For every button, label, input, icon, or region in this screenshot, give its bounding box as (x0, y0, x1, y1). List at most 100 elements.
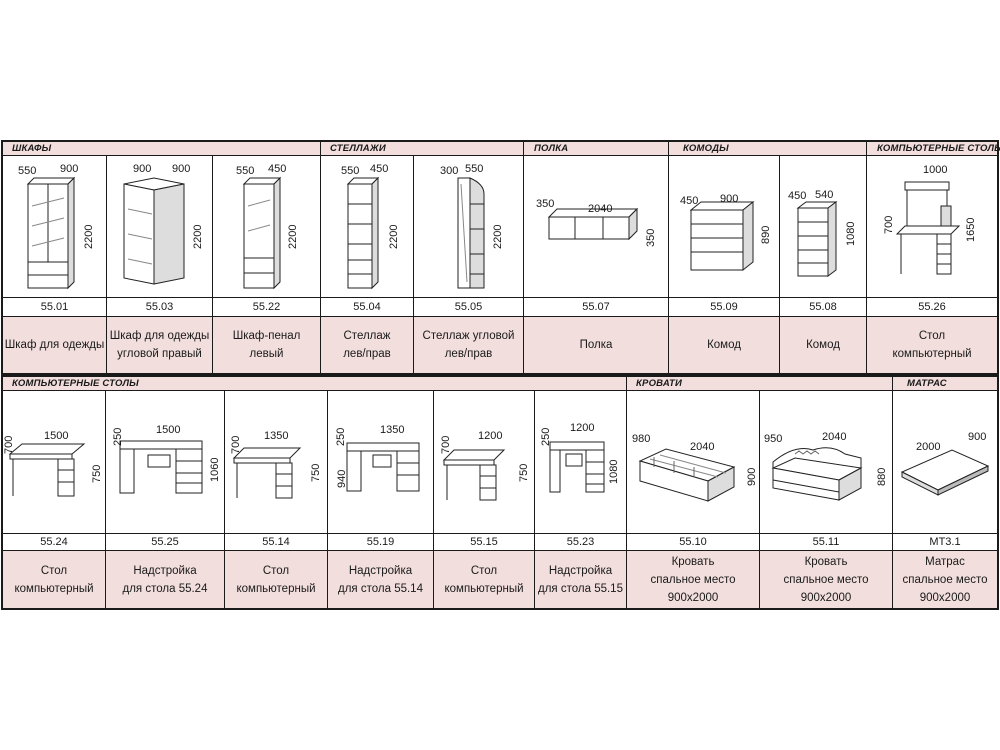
dimension-height: 900 (746, 467, 758, 486)
row-separator (3, 297, 997, 298)
dimension-height: 940 (336, 469, 348, 488)
header-komody: КОМОДЫ (683, 143, 729, 154)
header-comp-top: КОМПЬЮТЕРНЫЕ СТОЛЫ (877, 143, 1000, 154)
dimension-depth: 550 (236, 165, 255, 177)
divider (105, 391, 106, 609)
desk-icon (232, 444, 304, 502)
wardrobe-icon (22, 176, 82, 291)
divider (327, 391, 328, 609)
dimension-width: 2040 (690, 441, 715, 453)
dimension-height: 2200 (192, 224, 204, 249)
item-code: 55.19 (366, 536, 395, 548)
item-code: 55.05 (454, 301, 483, 313)
item-name: Матрас спальное место 900x2000 (893, 551, 997, 608)
item-code: 55.23 (566, 536, 595, 548)
row-separator (3, 533, 997, 534)
dimension-depth: 900 (172, 163, 191, 175)
divider (212, 156, 213, 374)
item-code: 55.15 (470, 536, 498, 548)
header-comp-bottom: КОМПЬЮТЕРНЫЕ СТОЛЫ (12, 378, 139, 389)
item-name: Шкаф для одежды угловой правый (107, 317, 212, 373)
item-name: Стеллаж угловой лев/прав (414, 317, 523, 373)
bed-icon (634, 445, 744, 507)
dimension-length: 2000 (916, 441, 941, 453)
desk-hutch-icon (118, 435, 208, 497)
divider (668, 141, 669, 374)
dimension-depth: 250 (540, 427, 552, 446)
divider (106, 156, 107, 374)
dimension-depth: 550 (341, 165, 360, 177)
dimension-height: 750 (91, 464, 103, 483)
divider (224, 391, 225, 609)
dimension-depth: 700 (440, 435, 452, 454)
item-code: МТ3.1 (929, 536, 961, 548)
item-name: Кровать спальное место 900x2000 (760, 551, 892, 608)
header-band-bottom (3, 377, 997, 391)
dimension-height: 2200 (388, 224, 400, 249)
item-code: 55.22 (252, 301, 281, 313)
dimension-width: 2040 (588, 203, 613, 215)
item-code: 55.25 (151, 536, 179, 548)
dimension-depth: 980 (632, 433, 651, 445)
bed-icon (765, 440, 875, 506)
mattress-icon (898, 446, 993, 496)
dimension-width: 1200 (478, 430, 503, 442)
item-code: 55.07 (582, 301, 610, 313)
dimension-width: 1200 (570, 422, 595, 434)
item-code: 55.03 (145, 301, 174, 313)
dimension-depth: 450 (680, 195, 699, 207)
dimension-width: 450 (268, 163, 287, 175)
divider (534, 391, 535, 609)
item-name: Стол компьютерный (225, 551, 327, 608)
corner-shelving-icon (452, 174, 488, 292)
desk-icon (442, 446, 512, 504)
item-name: Кровать спальное место 900x2000 (627, 551, 759, 608)
dimension-depth: 950 (764, 433, 783, 445)
dimension-height: 1060 (209, 457, 221, 482)
dimension-height: 2200 (287, 224, 299, 249)
header-krovati: КРОВАТИ (636, 378, 683, 389)
divider (626, 376, 627, 609)
divider (759, 391, 760, 609)
dimension-width: 900 (133, 163, 152, 175)
dresser-icon (795, 200, 840, 280)
dimension-height: 2200 (492, 224, 504, 249)
desk-hutch-icon (345, 437, 425, 495)
dimension-width: 900 (60, 163, 79, 175)
header-polka: ПОЛКА (534, 143, 569, 154)
dimension-depth: 350 (536, 198, 555, 210)
computer-desk-icon (895, 178, 965, 278)
dimension-depth: 450 (788, 190, 807, 202)
dimension-width: 900 (968, 431, 987, 443)
item-name: Полка (524, 317, 668, 373)
item-code: 55.11 (812, 536, 840, 548)
item-name: Комод (669, 317, 779, 373)
desk-icon (8, 440, 88, 500)
dimension-height: 2200 (83, 224, 95, 249)
divider (866, 141, 867, 374)
dimension-width: 1500 (44, 430, 69, 442)
dimension-width: 550 (465, 163, 484, 175)
dimension-width: 900 (720, 193, 739, 205)
item-code: 55.14 (262, 536, 290, 548)
item-code: 55.09 (710, 301, 738, 313)
dimension-width: 2040 (822, 431, 847, 443)
dimension-height: 750 (518, 463, 530, 482)
divider (433, 391, 434, 609)
item-code: 55.01 (40, 301, 69, 313)
divider (413, 156, 414, 374)
cabinet-icon (240, 176, 285, 291)
item-name: Шкаф-пенал левый (213, 317, 320, 373)
divider (320, 141, 321, 374)
dimension-height: 350 (645, 228, 657, 247)
header-stellazhi: СТЕЛЛАЖИ (330, 143, 386, 154)
item-name: Стол компьютерный (867, 317, 997, 373)
dimension-depth: 250 (335, 427, 347, 446)
divider (779, 156, 780, 374)
row-separator (3, 316, 997, 317)
corner-wardrobe-icon (120, 174, 190, 289)
dimension-width: 1350 (380, 424, 405, 436)
item-code: 55.04 (353, 301, 381, 313)
dimension-width: 1350 (264, 430, 289, 442)
divider (892, 376, 893, 609)
